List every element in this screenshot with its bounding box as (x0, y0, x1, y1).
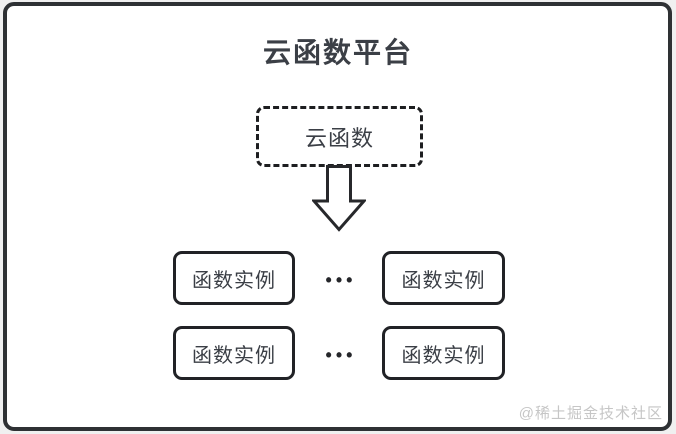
page-title: 云函数平台 (262, 37, 413, 68)
ellipsis-row-1: ••• (325, 270, 357, 290)
function-instance-label: 函数实例 (192, 269, 276, 292)
ellipsis-row-2: ••• (325, 345, 357, 365)
function-instance-node: 函数实例 (382, 326, 505, 380)
function-instance-node: 函数实例 (173, 251, 295, 305)
function-instance-node: 函数实例 (173, 326, 295, 380)
function-instance-label: 函数实例 (192, 344, 276, 367)
down-arrow-icon (312, 165, 366, 232)
function-instance-label: 函数实例 (401, 344, 486, 367)
watermark: @稀土掘金技术社区 (518, 405, 663, 422)
function-instance-label: 函数实例 (401, 269, 486, 292)
cloud-function-node: 云函数 (256, 106, 423, 167)
cloud-function-label: 云函数 (304, 125, 374, 151)
function-instance-node: 函数实例 (382, 251, 505, 305)
